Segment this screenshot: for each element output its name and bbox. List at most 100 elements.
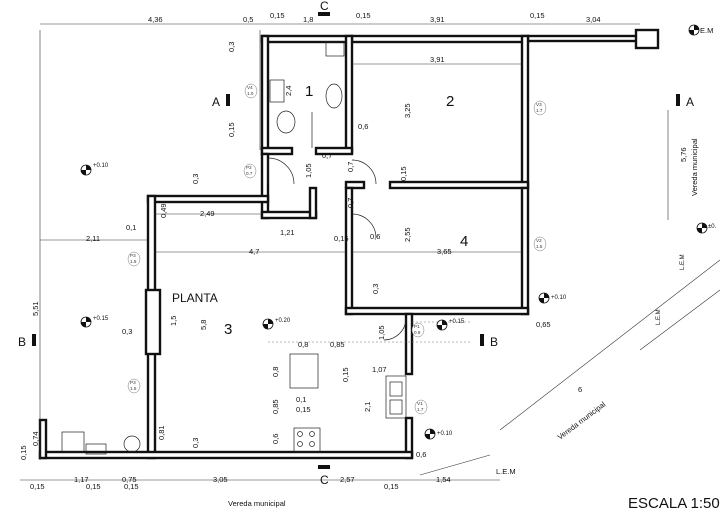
dim: 2,4: [284, 86, 293, 96]
dim: 0,81: [157, 425, 166, 440]
tag-v1-code: V1: [417, 401, 423, 406]
room-number-3: 3: [224, 321, 232, 338]
wall-room2-right: [520, 34, 530, 188]
dim: 0,3: [191, 438, 200, 448]
dim: 0,15: [30, 482, 45, 491]
dim: 0,15: [341, 367, 350, 382]
toilet: [276, 110, 296, 134]
walls: [38, 28, 660, 460]
section-marks: A A B B C C E.M: [18, 0, 713, 487]
wall-column-room3: [144, 288, 162, 356]
dim: 3,91: [430, 15, 445, 24]
level-010-b: +0.10: [551, 295, 567, 301]
dim: 0,85: [271, 399, 280, 414]
dim: 5,51: [31, 301, 40, 316]
wall-top-ext: [526, 34, 640, 43]
wall-top-room2: [350, 34, 530, 44]
washing-machine: [123, 435, 141, 453]
dim: 3,04: [586, 15, 601, 24]
dim: 0,3: [191, 174, 200, 184]
laundry-tub: [61, 431, 85, 453]
dimension-texts: 4,36 0,5 0,15 1,8 0,15 3,91 0,15 3,04 3,…: [19, 11, 688, 491]
section-a-left: A: [212, 95, 220, 109]
level-020: +0.20: [275, 318, 291, 324]
dim: 2,11: [86, 234, 100, 243]
scale-label: ESCALA 1:50: [628, 495, 720, 512]
dim: 0,15: [399, 166, 408, 181]
dim: 0,7: [322, 151, 332, 160]
level-markers: +0.10 +0.15 +0.20 +0.15 +0.10 +0.10 ±0.: [80, 24, 717, 440]
dim: 0,15: [124, 482, 139, 491]
dim: 0,15: [334, 234, 349, 243]
dim: 0,8: [298, 340, 308, 349]
section-b-left: B: [18, 335, 26, 349]
lem-right-a: L.E.M: [656, 309, 662, 325]
dim: 0,6: [370, 232, 380, 241]
tag-p3a-size: 1.5: [130, 259, 137, 264]
wall-room2-bottom: [388, 180, 530, 190]
dim: 0,5: [243, 15, 253, 24]
dim: 1,05: [304, 163, 313, 178]
dim: 3,91: [430, 55, 445, 64]
heater: [85, 443, 107, 455]
section-b-right: B: [490, 335, 498, 349]
tag-v3-size: 1.7: [536, 108, 543, 113]
wall-bath-room2: [344, 34, 354, 154]
tag-v4-size: 1.0: [247, 91, 254, 96]
dim: 0,85: [330, 340, 345, 349]
dim: 0,49: [159, 203, 168, 218]
dim: 3,25: [403, 103, 412, 118]
dim: 1,05: [377, 325, 386, 340]
dim: 0,3: [371, 284, 380, 294]
dim: 0,15: [227, 122, 236, 137]
wall-room4-bottom: [344, 306, 530, 316]
tag-p1-size: 0.9: [414, 330, 421, 335]
level-0: ±0.: [708, 224, 717, 230]
shower-tray: [325, 41, 345, 57]
room-number-1: 1: [305, 83, 313, 100]
level-015-a: +0.15: [93, 316, 109, 322]
wall-bath-bottom: [260, 146, 294, 156]
wall-bath-bottom-r: [314, 146, 354, 156]
dim: 0,75: [122, 475, 137, 484]
door-arc-room2: [351, 159, 377, 185]
dimension-lines: [20, 23, 720, 481]
fixtures: [61, 41, 407, 455]
dim: 0,15: [86, 482, 101, 491]
dim: 3,65: [437, 247, 452, 256]
dim: 0,15: [270, 11, 285, 20]
tag-p3a-code: P3: [130, 253, 136, 258]
wall-room2-bottom-left: [344, 180, 366, 190]
dim: 2,49: [200, 209, 215, 218]
section-a-right: A: [686, 95, 694, 109]
wall-room3-top: [146, 194, 270, 204]
dim: 0,7: [346, 162, 355, 172]
wall-corridor-stub: [308, 186, 318, 220]
dim: 1,5: [169, 316, 178, 326]
dim: 1,21: [280, 228, 295, 237]
dim: 2,57: [340, 475, 355, 484]
tag-v2-code: V2: [536, 238, 542, 243]
opening-tags: V4 1.0 V3 1.7 V2 1.5 V1 1.7 P2 0.7 P3 1.…: [127, 83, 547, 415]
dim: 0,1: [126, 223, 136, 232]
plan-title: PLANTA: [172, 291, 218, 305]
street-diag: Vereda municipal: [556, 400, 608, 442]
wall-top-bath: [260, 34, 354, 44]
wall-room4-right: [520, 186, 530, 316]
tag-p3b-code: P3: [130, 380, 136, 385]
dim: 0,6: [416, 450, 426, 459]
street-bottom: Vereda municipal: [228, 499, 286, 508]
dim: 0,15: [19, 445, 28, 460]
stove: [293, 427, 321, 453]
tag-p2-code: P2: [246, 165, 252, 170]
wall-bottom: [38, 450, 414, 460]
em-mark: E.M: [700, 26, 713, 35]
level-010-c: +0.10: [437, 431, 453, 437]
wall-corridor-bottom: [260, 210, 318, 220]
dim: 0,3: [122, 327, 132, 336]
dim: 1,8: [303, 15, 313, 24]
door-arc-p2: [267, 157, 295, 185]
wall-top-column: [634, 28, 660, 50]
dim: 2,55: [403, 227, 412, 242]
